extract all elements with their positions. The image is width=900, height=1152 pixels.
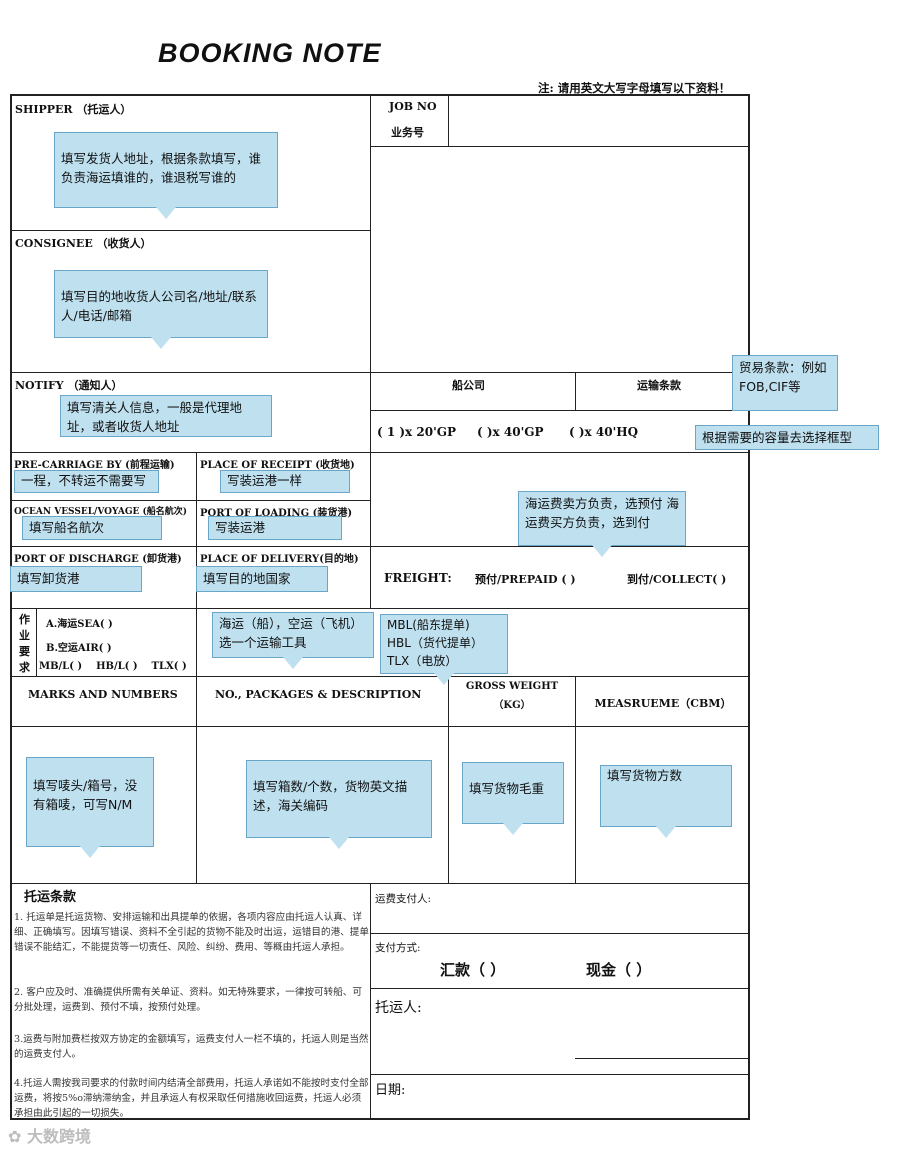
divider xyxy=(10,726,750,727)
divider xyxy=(370,1074,750,1075)
container-40gp[interactable]: ( )x 40'GP xyxy=(477,425,544,439)
terms-item-1: 1. 托运单是托运货物、安排运输和出具提单的依据，各项内容应由托运人认真、详细、… xyxy=(14,912,369,953)
divider xyxy=(575,372,576,410)
req-label-2: 业 xyxy=(19,629,30,642)
divider xyxy=(10,883,750,884)
signature-line xyxy=(575,1058,750,1059)
transport-callout: 海运（船），空运（飞机）选一个运输工具 xyxy=(212,612,374,669)
measure-header: MEASRUEME（CBM） xyxy=(594,697,732,710)
shipper-callout: 填写发货人地址，根据条款填写，谁负责海运填谁的，谁退税写谁的 xyxy=(54,132,278,219)
gross-weight-header: GROSS WEIGHT xyxy=(465,681,559,692)
delivery-callout: 填写目的地国家 xyxy=(196,566,328,592)
divider xyxy=(370,883,371,1120)
divider xyxy=(10,372,750,373)
bl-callout-tlx: TLX（电放） xyxy=(387,654,458,668)
divider xyxy=(575,676,576,884)
pre-carriage-label: PRE-CARRIAGE BY (前程运输) xyxy=(14,460,175,471)
port-loading-label: PORT OF LOADING (装货港) xyxy=(200,508,353,519)
divider xyxy=(196,608,197,676)
req-label-3: 要 xyxy=(19,645,30,658)
method-label: 支付方式: xyxy=(375,942,421,954)
top-note: 注: 请用英文大写字母填写以下资料！ xyxy=(538,81,731,95)
weight-callout: 填写货物毛重 xyxy=(462,762,564,835)
divider xyxy=(370,94,371,609)
port-discharge-label: PORT OF DISCHARGE (卸货港) xyxy=(14,554,182,565)
payer-label: 运费支付人: xyxy=(375,893,432,905)
consignee-label: CONSIGNEE （收货人） xyxy=(15,237,152,250)
marks-callout: 填写唛头/箱号，没有箱唛，可写N/M xyxy=(26,757,154,858)
req-label-4: 求 xyxy=(19,661,30,674)
watermark-text: 大数跨境 xyxy=(26,1127,91,1146)
trade-terms-callout: 贸易条款：例如FOB,CIF等 xyxy=(732,355,838,411)
marks-header: MARKS AND NUMBERS xyxy=(28,688,178,701)
divider xyxy=(370,988,750,989)
shipper-label: SHIPPER （托运人） xyxy=(15,103,132,116)
vessel-callout: 填写船名航次 xyxy=(22,516,162,540)
kg-header: （KG） xyxy=(493,700,531,711)
cash-option[interactable]: 现金（ ） xyxy=(586,961,652,979)
container-40hq[interactable]: ( )x 40'HQ xyxy=(569,425,639,439)
place-receipt-label: PLACE OF RECEIPT (收货地) xyxy=(200,460,355,471)
divider xyxy=(10,608,750,609)
place-delivery-label: PLACE OF DELIVERY(目的地) xyxy=(200,554,359,565)
terms-item-2: 2. 客户应及时、准确提供所需有关单证、资料。如无特殊要求，一律按可转船、可分批… xyxy=(14,987,362,1013)
shipper-sign-label: 托运人: xyxy=(375,1000,422,1016)
pre-carriage-callout: 一程，不转运不需要写 xyxy=(14,470,159,493)
divider xyxy=(370,146,750,147)
freight-callout: 海运费卖方负责，选预付 海运费买方负责，选到付 xyxy=(518,491,686,557)
date-label: 日期: xyxy=(375,1083,406,1098)
divider xyxy=(370,933,750,934)
terms-item-3: 3.运费与附加费栏按双方协定的金额填写，运费支付人一栏不填的，托运人则是当然的运… xyxy=(14,1034,369,1060)
bl-callout-mbl: MBL(船东提单) xyxy=(387,618,470,632)
air-option[interactable]: B.空运AIR( ) xyxy=(46,643,112,654)
divider xyxy=(448,676,449,884)
notify-label: NOTIFY （通知人） xyxy=(15,379,123,392)
watermark: ✿ 大数跨境 xyxy=(8,1123,91,1147)
bl-callout-hbl: HBL（货代提单） xyxy=(387,636,483,650)
packages-callout: 填写箱数/个数，货物英文描述，海关编码 xyxy=(246,760,432,849)
container-callout: 根据需要的容量去选择框型 xyxy=(695,425,879,450)
sea-option[interactable]: A.海运SEA( ) xyxy=(46,619,113,630)
volume-callout: 填写货物方数 xyxy=(600,765,732,838)
prepaid-option[interactable]: 预付/PREPAID ( ) xyxy=(475,573,576,586)
container-20gp[interactable]: ( 1 )x 20'GP xyxy=(377,425,457,439)
job-no-cn-label: 业务号 xyxy=(391,126,424,139)
divider xyxy=(10,500,370,501)
divider xyxy=(10,452,750,453)
packages-header: NO., PACKAGES & DESCRIPTION xyxy=(215,688,422,701)
notify-callout: 填写清关人信息，一般是代理地址，或者收货人地址 xyxy=(60,395,272,437)
divider xyxy=(448,94,449,146)
receipt-callout: 写装运港一样 xyxy=(220,470,350,493)
divider xyxy=(10,676,750,677)
watermark-icon: ✿ xyxy=(8,1127,27,1146)
terms-label: 运输条款 xyxy=(637,379,681,392)
remit-option[interactable]: 汇款（ ） xyxy=(440,961,506,979)
req-label-1: 作 xyxy=(19,613,30,626)
consignee-callout: 填写目的地收货人公司名/地址/联系人/电话/邮箱 xyxy=(54,270,268,349)
freight-label: FREIGHT: xyxy=(384,571,452,585)
page-title: BOOKING NOTE xyxy=(158,38,382,68)
bl-callout: MBL(船东提单) HBL（货代提单） TLX（电放） xyxy=(380,614,508,685)
divider xyxy=(196,452,197,609)
ocean-vessel-label: OCEAN VESSEL/VOYAGE (船名航次) xyxy=(14,507,188,517)
collect-option[interactable]: 到付/COLLECT( ) xyxy=(627,573,727,586)
loading-callout: 写装运港 xyxy=(208,516,342,540)
terms-heading: 托运条款 xyxy=(24,890,77,905)
divider xyxy=(10,230,370,231)
divider xyxy=(10,546,750,547)
form-frame xyxy=(10,94,750,1120)
terms-item-4: 4.托运人需按我司要求的付款时间内结清全部费用，托运人承诺如不能按时支付全部运费… xyxy=(14,1078,369,1119)
divider xyxy=(370,410,750,411)
divider xyxy=(196,676,197,884)
carrier-label: 船公司 xyxy=(452,379,485,392)
divider xyxy=(36,608,37,676)
job-no-label: JOB NO xyxy=(389,100,437,113)
job-no-field[interactable] xyxy=(452,99,744,141)
bl-options[interactable]: MB/L( ) HB/L( ) TLX( ) xyxy=(39,661,187,672)
discharge-callout: 填写卸货港 xyxy=(10,566,142,592)
